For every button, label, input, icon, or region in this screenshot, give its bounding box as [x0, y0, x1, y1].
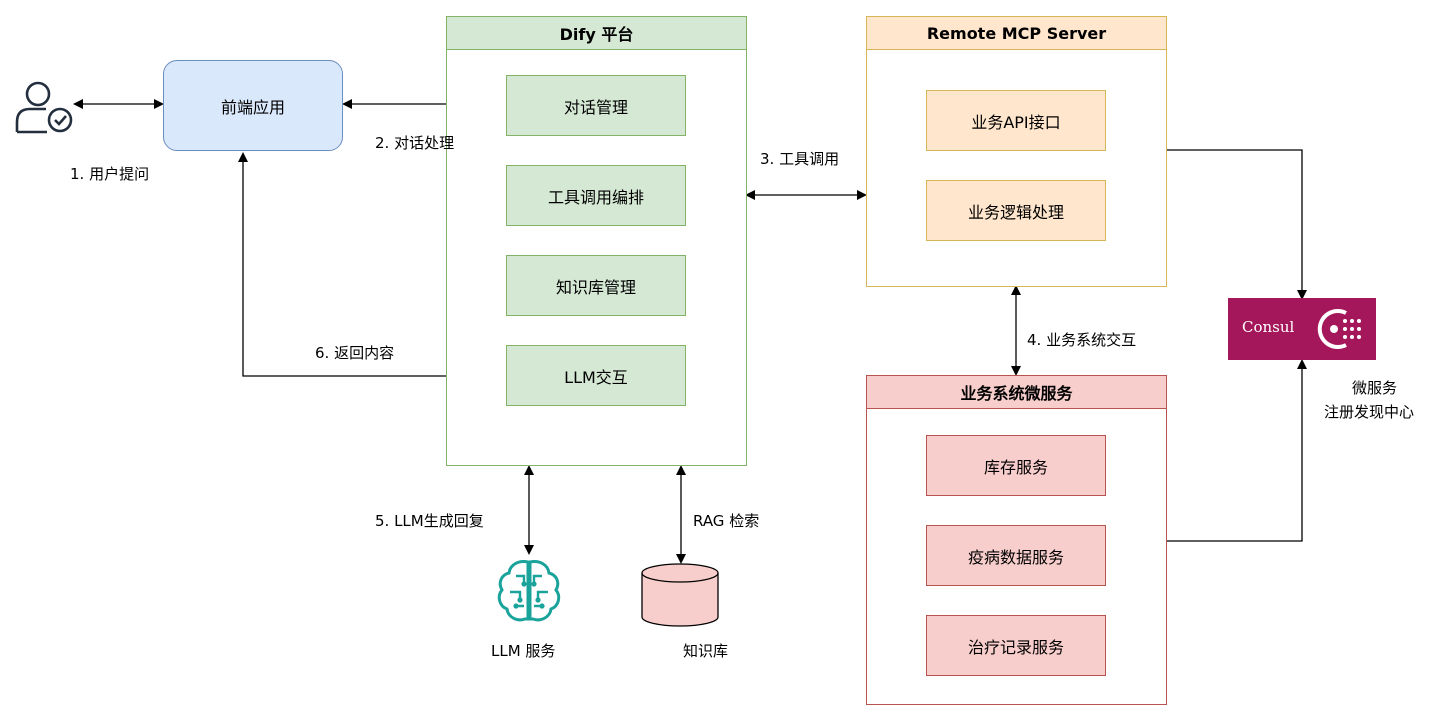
- consul-caption-line1: 微服务: [1352, 379, 1398, 397]
- mcp-server-title: Remote MCP Server: [866, 16, 1167, 50]
- user-question-label: 1. 用户提问: [70, 165, 150, 183]
- mcp-item-business-api: 业务API接口: [926, 90, 1106, 151]
- frontend-app-node: 前端应用: [163, 60, 343, 151]
- biz-item-inventory: 库存服务: [926, 435, 1106, 496]
- brain-icon: [494, 556, 564, 626]
- biz-item-treatment-record: 治疗记录服务: [926, 615, 1106, 676]
- database-icon: [640, 563, 720, 629]
- dify-item-tool-orchestration: 工具调用编排: [506, 165, 686, 226]
- biz-consul-edge: [1167, 359, 1307, 542]
- mcp-server-container: [866, 16, 1167, 287]
- edge-label-biz-interaction: 4. 业务系统交互: [1027, 331, 1137, 349]
- edge-label-tool-call: 3. 工具调用: [760, 150, 840, 168]
- consul-logo: Consul: [1228, 298, 1376, 360]
- edge-label-return: 6. 返回内容: [315, 344, 395, 362]
- biz-services-title: 业务系统微服务: [866, 375, 1167, 409]
- biz-item-disease-data: 疫病数据服务: [926, 525, 1106, 586]
- return-edge: [238, 152, 505, 377]
- llm-service-label: LLM 服务: [491, 642, 556, 660]
- knowledge-base-label: 知识库: [683, 642, 729, 660]
- dify-platform-title: Dify 平台: [446, 16, 747, 50]
- edge-label-dialog: 2. 对话处理: [375, 134, 455, 152]
- mcp-item-business-logic: 业务逻辑处理: [926, 180, 1106, 241]
- consul-caption-line2: 注册发现中心: [1324, 403, 1415, 421]
- user-icon: [12, 78, 74, 136]
- consul-logo-text: Consul: [1242, 318, 1295, 336]
- consul-mark-icon: [1317, 309, 1361, 349]
- edge-label-llm-generate: 5. LLM生成回复: [375, 512, 484, 530]
- dify-item-llm-interaction: LLM交互: [506, 345, 686, 406]
- dify-item-kb-mgmt: 知识库管理: [506, 255, 686, 316]
- dify-item-dialog-mgmt: 对话管理: [506, 75, 686, 136]
- mcp-consul-edge: [1167, 149, 1307, 300]
- edge-label-rag: RAG 检索: [693, 512, 760, 530]
